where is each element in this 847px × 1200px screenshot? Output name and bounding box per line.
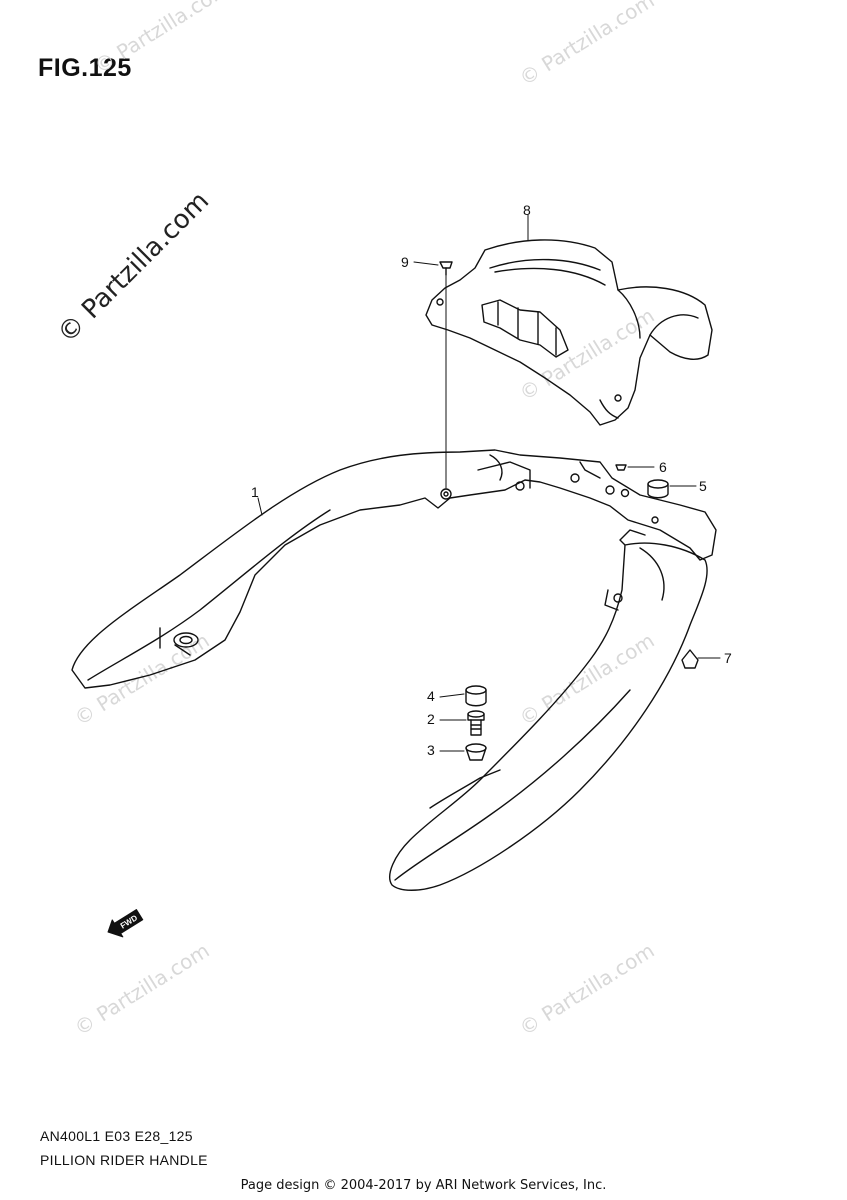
footer-copyright: Page design © 2004-2017 by ARI Network S…	[240, 1178, 607, 1193]
grommet-5[interactable]	[647, 479, 669, 499]
bolt-2[interactable]	[467, 710, 485, 736]
model-code: AN400L1 E03 E28_125	[40, 1128, 193, 1144]
figure-title: FIG.125	[38, 54, 132, 82]
cushion-4[interactable]	[465, 685, 487, 707]
screw-6[interactable]	[615, 464, 627, 471]
callout-6: 6	[659, 459, 667, 475]
callout-2: 2	[427, 711, 435, 727]
fwd-arrow-icon: FWD	[107, 909, 144, 938]
nut-7[interactable]	[681, 649, 699, 669]
callout-8: 8	[523, 202, 531, 218]
callout-4: 4	[427, 688, 435, 704]
callout-7: 7	[724, 650, 732, 666]
callout-5: 5	[699, 478, 707, 494]
rear-cover-part[interactable]	[425, 239, 713, 426]
collar-3[interactable]	[465, 743, 487, 761]
callout-3: 3	[427, 742, 435, 758]
bolt-9[interactable]	[439, 261, 453, 276]
pillion-handle-part[interactable]	[71, 449, 717, 891]
leader-lines	[257, 214, 721, 752]
section-name: PILLION RIDER HANDLE	[40, 1152, 208, 1168]
callout-1: 1	[251, 484, 259, 500]
callout-9: 9	[401, 254, 409, 270]
